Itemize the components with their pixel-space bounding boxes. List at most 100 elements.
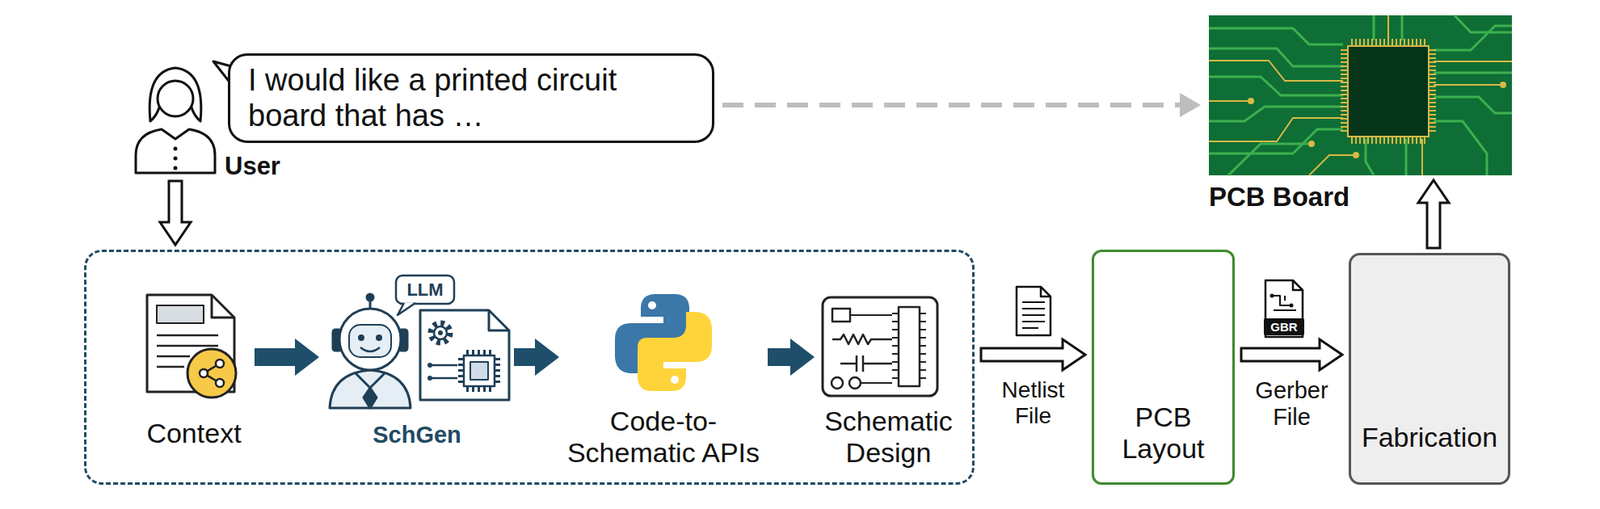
speech-bubble: I would like a printed circuit board tha… — [227, 53, 715, 144]
pcb-board-picture — [1352, 151, 1360, 159]
gbr-tag: GBR — [1263, 318, 1305, 336]
netlist-file-icon — [1016, 286, 1051, 336]
schematic-icon — [898, 307, 920, 387]
node-label: Schematic Design — [820, 405, 958, 469]
gerber-file-icon — [1289, 303, 1294, 308]
schgen-icon — [488, 310, 510, 331]
pcb-board-picture — [1208, 117, 1344, 142]
blue-arrow — [767, 338, 815, 376]
user-icon — [173, 147, 178, 152]
schgen-icon — [357, 334, 365, 342]
blue-arrow — [254, 338, 320, 376]
schgen-icon — [397, 303, 416, 316]
pcb-board-node: PCB Board — [1208, 15, 1512, 176]
pcb-board-picture — [1405, 138, 1408, 176]
pcb-board-picture — [1433, 96, 1512, 114]
user-icon — [173, 166, 178, 171]
hollow-arrow — [160, 181, 191, 245]
user-icon — [149, 67, 202, 122]
context-document-icon — [199, 369, 208, 378]
schematic-icon — [892, 313, 927, 379]
python-logo — [670, 375, 679, 384]
python-logo — [637, 311, 712, 392]
hollow-arrow — [981, 339, 1086, 371]
context-document-icon — [187, 349, 236, 398]
pcb-board-picture — [1347, 46, 1429, 137]
pcb-board-picture — [1208, 48, 1344, 67]
schgen-icon — [427, 375, 433, 381]
bubble-text: I would like a printed circuit board tha… — [248, 63, 669, 134]
user-label: User — [224, 151, 281, 182]
schgen-icon — [420, 310, 510, 400]
hollow-arrow — [981, 339, 1086, 371]
pcb-board-picture — [1433, 84, 1502, 86]
pcb-board-picture — [1208, 15, 1512, 176]
pcb-board-picture — [1365, 138, 1374, 176]
blue-arrow — [513, 338, 560, 376]
pcb-board-picture — [1208, 60, 1344, 81]
edge-label: Netlist File — [989, 377, 1078, 430]
schgen-icon — [463, 355, 495, 387]
gerber-file-icon — [1271, 295, 1297, 311]
python-logo — [648, 301, 657, 310]
pcb-board-picture — [1401, 15, 1404, 41]
schgen-icon — [495, 357, 501, 386]
hollow-arrow — [1241, 339, 1343, 371]
dashed-line — [722, 102, 1180, 108]
node-label: SchGen — [372, 421, 462, 449]
schgen-icon — [366, 294, 374, 301]
schgen-icon — [349, 324, 392, 358]
pcb-board-picture — [1208, 28, 1344, 45]
user-icon — [173, 156, 178, 161]
pcb-board-picture — [1433, 121, 1487, 176]
netlist-file-icon — [1016, 286, 1051, 336]
schgen-icon — [363, 387, 377, 409]
llm-tag: LLM — [395, 275, 455, 304]
pcb-board-picture — [1372, 15, 1376, 41]
schgen-icon — [339, 308, 401, 371]
pcb-board-picture — [1208, 15, 1512, 176]
schematic-icon — [860, 382, 893, 384]
pcb-board-picture — [1351, 38, 1427, 46]
schgen-icon — [466, 349, 494, 355]
schematic-icon — [822, 297, 938, 396]
pcb-board-picture — [1343, 42, 1433, 141]
schgen-icon — [470, 362, 489, 380]
gerber-file-icon — [1292, 280, 1303, 291]
edge-label: Gerber File — [1245, 377, 1339, 432]
dashed-arrow — [722, 92, 1201, 118]
hollow-arrow — [160, 181, 191, 245]
schgen-icon — [355, 373, 385, 388]
schgen-icon — [433, 326, 447, 340]
pcb-board-picture — [1208, 76, 1344, 96]
pcb-board-picture — [1208, 15, 1512, 176]
pipeline-group: ContextSchGenCode-to- Schematic APIsSche… — [84, 249, 975, 485]
pcb-board-picture — [1433, 60, 1512, 63]
pcb-board-picture — [1351, 137, 1427, 144]
schgen-icon — [458, 357, 464, 386]
schematic-node: Schematic Design — [817, 292, 960, 469]
context-document-icon — [215, 378, 224, 388]
schematic-icon — [822, 297, 938, 396]
pcb-board-picture — [1454, 15, 1512, 33]
schematic-icon — [832, 334, 893, 345]
schgen-icon — [437, 330, 443, 336]
python-logo — [614, 294, 712, 392]
board-label: PCB Board — [1208, 181, 1350, 213]
schgen-icon — [427, 362, 433, 368]
node-label: Code-to- Schematic APIs — [562, 405, 765, 469]
schematic-icon — [850, 314, 893, 316]
node-label: PCB Layout — [1103, 401, 1225, 465]
block-arrow — [767, 338, 815, 376]
pcb-board-picture — [1308, 140, 1315, 148]
context-document-icon — [147, 294, 236, 398]
schgen-icon — [375, 334, 383, 342]
context-document-icon — [156, 305, 204, 324]
context-document-icon — [211, 294, 235, 318]
block-arrow — [513, 338, 560, 376]
netlist-file-icon — [1040, 286, 1051, 297]
schgen-icon — [395, 275, 455, 304]
pcb-board-picture — [1247, 97, 1255, 105]
schgen-icon — [466, 387, 494, 392]
